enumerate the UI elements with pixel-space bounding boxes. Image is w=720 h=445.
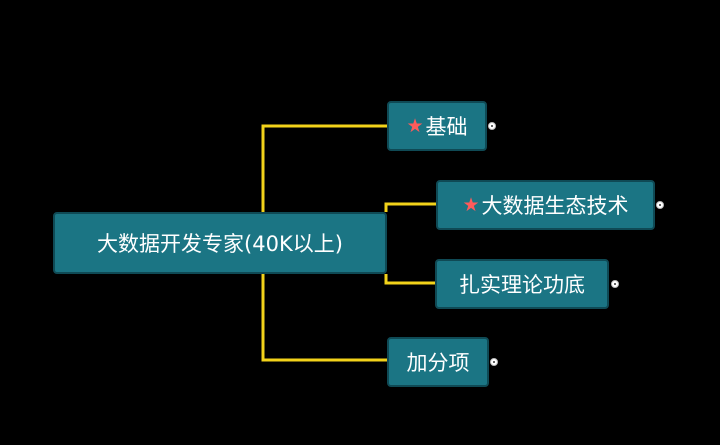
node-big-data-ecosystem[interactable]: ★ 大数据生态技术 — [436, 180, 655, 230]
node-solid-theory[interactable]: 扎实理论功底 — [435, 259, 609, 309]
root-node[interactable]: 大数据开发专家(40K以上) — [53, 212, 387, 274]
root-node-label: 大数据开发专家(40K以上) — [97, 232, 343, 256]
node-bonus[interactable]: 加分项 — [387, 337, 489, 387]
connector-theory — [384, 274, 435, 285]
connector-ecosystem — [384, 202, 436, 212]
node-basics[interactable]: ★ 基础 — [387, 101, 487, 151]
collapse-toggle-icon[interactable] — [488, 122, 496, 130]
connector-basics — [261, 124, 387, 212]
node-basics-label: 基础 — [425, 115, 468, 139]
node-bonus-label: 加分项 — [406, 351, 470, 375]
star-icon: ★ — [406, 115, 424, 137]
collapse-toggle-icon[interactable] — [490, 358, 498, 366]
node-theory-label: 扎实理论功底 — [459, 273, 585, 297]
node-ecosystem-label: 大数据生态技术 — [481, 194, 629, 218]
star-icon: ★ — [462, 194, 480, 216]
collapse-toggle-icon[interactable] — [656, 201, 664, 209]
collapse-toggle-icon[interactable] — [611, 280, 619, 288]
connector-bonus — [261, 274, 387, 362]
